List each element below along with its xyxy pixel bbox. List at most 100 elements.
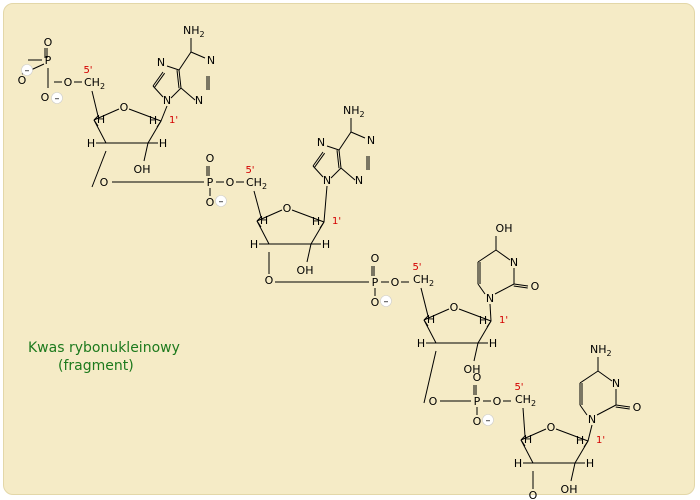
hydrogen: H xyxy=(312,215,320,228)
c5-bond xyxy=(253,190,262,218)
bond-line xyxy=(494,283,515,295)
negative-charge: – xyxy=(51,92,63,105)
h-bond xyxy=(93,119,99,127)
h-bond xyxy=(520,439,526,447)
glycosidic-bond xyxy=(587,424,593,442)
ribose-bond xyxy=(458,308,492,322)
methylene-4: CH2 xyxy=(515,393,536,408)
c5-bond xyxy=(520,435,526,441)
ring-oxygen-1: O xyxy=(120,101,129,114)
double-bond-line xyxy=(338,149,342,169)
bond-line xyxy=(330,167,342,179)
ribose-bond xyxy=(555,428,589,442)
bond-line xyxy=(190,51,206,59)
o3-oxygen-3: O xyxy=(429,395,438,408)
diagram-panel xyxy=(3,3,695,495)
ribose-bond xyxy=(93,108,120,121)
bond-line xyxy=(596,404,617,416)
phosphate-oxygen: O xyxy=(371,296,380,309)
glycosidic-bond xyxy=(160,105,168,122)
hydroxyl-4: OH xyxy=(561,483,578,496)
o3-oxygen-1: O xyxy=(100,176,109,189)
glycosidic-bond xyxy=(323,185,328,223)
negative-charge: – xyxy=(380,295,392,308)
c5-bond xyxy=(423,315,429,321)
bond-line xyxy=(166,65,180,71)
hydrogen: H xyxy=(576,434,584,447)
hydrogen: H xyxy=(427,313,435,326)
amino-group-1: NH2 xyxy=(183,24,205,39)
h-bond xyxy=(583,440,589,448)
o3-oxygen-2: O xyxy=(265,274,274,287)
double-bond-line xyxy=(615,404,631,408)
ring-oxygen-2: O xyxy=(283,202,292,215)
cytosine-n3: N xyxy=(612,377,620,390)
svg-text:–: – xyxy=(55,94,60,105)
negative-charge: – xyxy=(482,414,494,427)
adenine-n3: N xyxy=(355,174,363,187)
locant-1-prime-4: 1' xyxy=(596,435,605,446)
h-bond xyxy=(423,319,429,327)
ribose-bond xyxy=(256,209,283,222)
carbonyl-oxygen: O xyxy=(633,401,642,414)
phosphorus-3: P xyxy=(474,395,481,408)
bond-line xyxy=(477,249,497,263)
o3-oxygen-4: O xyxy=(529,489,538,500)
methylene-1: CH2 xyxy=(84,76,105,91)
hydroxyl-bond xyxy=(473,342,479,362)
negative-charge: – xyxy=(21,64,33,77)
hydrogen: H xyxy=(489,337,497,350)
double-bond-line xyxy=(314,152,326,168)
hydrogen: H xyxy=(514,457,522,470)
hydrogen: H xyxy=(250,238,258,251)
double-bond-line xyxy=(178,69,182,89)
ester-oxygen: O xyxy=(226,176,235,189)
glycosidic-bond xyxy=(489,303,492,322)
locant-1-prime-2: 1' xyxy=(332,216,341,227)
diagram-caption: Kwas rybonukleinowy (fragment) xyxy=(28,339,180,375)
locant-1-prime-1: 1' xyxy=(169,115,178,126)
o3-bond xyxy=(423,350,437,404)
h-bond xyxy=(256,220,262,228)
uracil-n1-3: N xyxy=(486,292,494,305)
carbonyl-oxygen: O xyxy=(531,280,540,293)
svg-text:–: – xyxy=(219,197,224,208)
double-bond-line xyxy=(513,285,528,289)
adenine-n7: N xyxy=(157,56,165,69)
hydroxyl-1: OH xyxy=(134,163,151,176)
hydrogen: H xyxy=(417,337,425,350)
phosphate-oxygen: O xyxy=(371,252,380,265)
double-bond-line xyxy=(615,406,630,410)
locant-5-prime-2: 5' xyxy=(245,165,254,176)
adenine-n7: N xyxy=(317,136,325,149)
bond-line xyxy=(338,131,352,151)
ribose-bond xyxy=(128,108,162,122)
adenine-n9-1: N xyxy=(163,94,171,107)
ester-oxygen: O xyxy=(391,276,400,289)
ribose-bond xyxy=(291,209,325,223)
bond-line xyxy=(597,370,613,382)
double-bond-line xyxy=(154,72,166,88)
phosphate-oxygen: O xyxy=(44,36,53,49)
caption-title: Kwas rybonukleinowy xyxy=(28,340,180,356)
bond-line xyxy=(178,51,192,71)
bond-line xyxy=(152,85,164,98)
hydrogen: H xyxy=(479,314,487,327)
caption-subtitle: (fragment) xyxy=(58,358,134,374)
c5-bond xyxy=(256,216,262,222)
h-bond xyxy=(319,221,325,229)
phosphate-oxygen: O xyxy=(18,74,27,87)
bond-line xyxy=(495,249,511,261)
double-bond-line xyxy=(152,71,164,87)
phosphorus-0: P xyxy=(45,54,52,67)
ester-oxygen: O xyxy=(493,395,502,408)
hydrogen: H xyxy=(260,214,268,227)
hydrogen: H xyxy=(149,114,157,127)
hydroxyl-bond xyxy=(306,243,312,263)
ring-oxygen-4: O xyxy=(547,421,556,434)
c5-bond xyxy=(420,287,429,317)
c5-bond xyxy=(522,407,526,437)
ring-oxygen-3: O xyxy=(450,301,459,314)
hydroxyl-bond xyxy=(143,142,149,162)
